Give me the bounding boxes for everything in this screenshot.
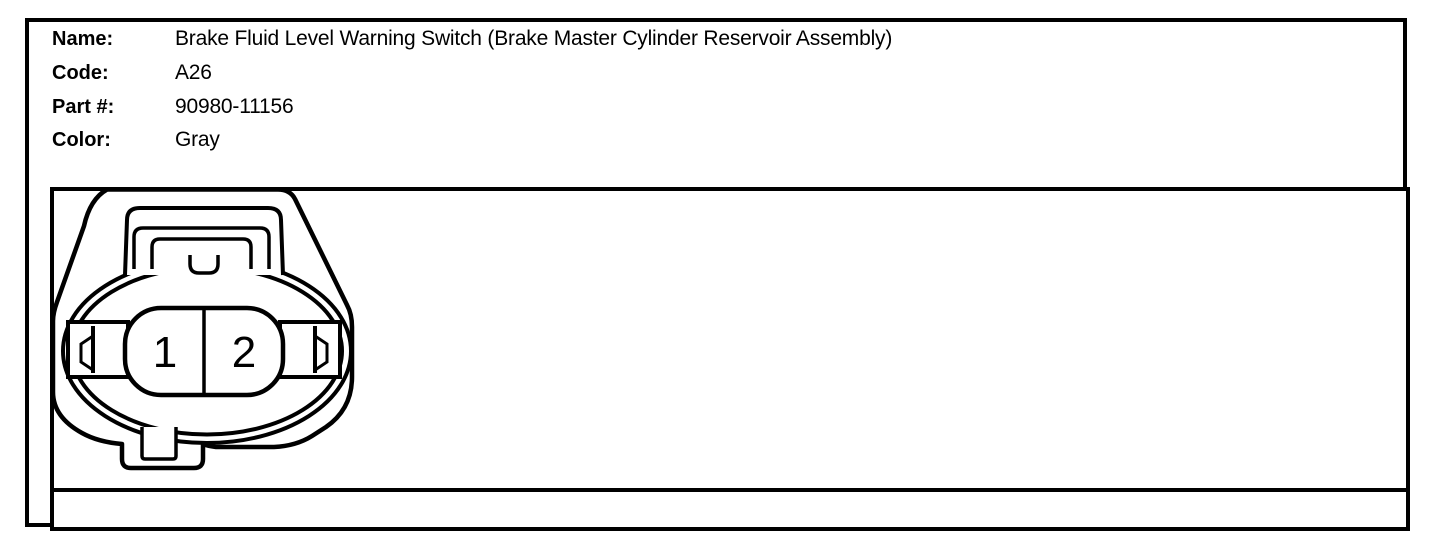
pin-1-label: 1 bbox=[153, 328, 177, 377]
field-label-part-number: Part #: bbox=[52, 96, 115, 118]
left-terminal-channel bbox=[66, 320, 130, 379]
field-row-color: Color: Gray bbox=[52, 128, 220, 152]
right-terminal-channel bbox=[278, 320, 342, 379]
field-label-name: Name: bbox=[52, 28, 114, 50]
field-value-code: A26 bbox=[175, 61, 212, 84]
pin-2-label: 2 bbox=[232, 328, 256, 377]
bottom-key-notch bbox=[140, 427, 178, 461]
top-latch bbox=[123, 206, 285, 276]
field-label-code: Code: bbox=[52, 62, 109, 84]
connector-face-diagram: 1 2 bbox=[50, 187, 355, 471]
field-label-color: Color: bbox=[52, 129, 111, 151]
field-value-name: Brake Fluid Level Warning Switch (Brake … bbox=[175, 27, 893, 50]
field-row-part-number: Part #: 90980-11156 bbox=[52, 95, 294, 119]
field-value-color: Gray bbox=[175, 128, 220, 151]
diagram-footer-divider bbox=[54, 488, 1406, 492]
field-value-part-number: 90980-11156 bbox=[175, 95, 294, 118]
field-row-code: Code: A26 bbox=[52, 61, 212, 85]
field-row-name: Name: Brake Fluid Level Warning Switch (B… bbox=[52, 27, 892, 51]
